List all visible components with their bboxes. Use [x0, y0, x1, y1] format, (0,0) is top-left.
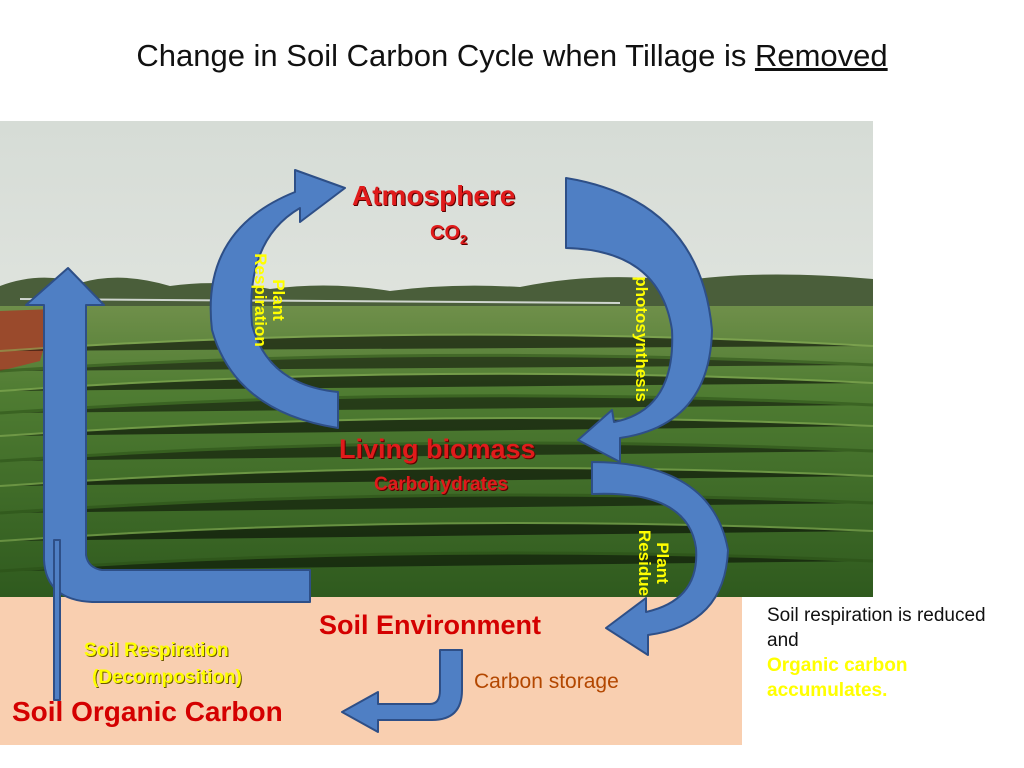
plant-respiration-line1: Plant	[268, 279, 288, 321]
plant-residue-line2: Residue	[635, 529, 655, 597]
note-highlight: Organic carbon accumulates.	[767, 655, 908, 701]
note-line1: Soil respiration is reduced and	[767, 605, 986, 651]
co2-base: CO	[430, 222, 460, 244]
soil-environment-label: Soil Environment	[319, 610, 542, 640]
slide-title: Change in Soil Carbon Cycle when Tillage…	[0, 38, 1024, 74]
plant-respiration-arrow	[209, 169, 346, 429]
title-emphasis: Removed	[754, 38, 888, 73]
side-note: Soil respiration is reduced and Organic …	[767, 603, 1017, 703]
plant-respiration-label: Plant Respiration	[250, 253, 288, 347]
co2-subscript: 2	[460, 232, 468, 247]
living-biomass-label: Living biomass	[339, 434, 536, 464]
title-prefix: Change in Soil Carbon Cycle when Tillage…	[136, 38, 755, 73]
carbon-storage-label: Carbon storage	[474, 670, 619, 693]
carbohydrates-label: Carbohydrates	[374, 474, 509, 495]
soil-respiration-label: Soil Respiration	[84, 640, 229, 661]
plant-residue-line1: Plant	[653, 542, 673, 584]
co2-label: CO2	[430, 222, 467, 247]
carbon-storage-arrow	[341, 649, 463, 733]
plant-residue-arrow	[591, 461, 729, 656]
atmosphere-label: Atmosphere	[352, 180, 516, 211]
soil-organic-carbon-label: Soil Organic Carbon	[12, 696, 283, 727]
thin-return-line	[53, 539, 61, 701]
photosynthesis-arrow	[565, 177, 713, 463]
plant-residue-label: Plant Residue	[635, 529, 673, 597]
decomposition-label: (Decomposition)	[92, 667, 242, 688]
photosynthesis-label: photosynthesis	[631, 276, 651, 402]
plant-respiration-line2: Respiration	[250, 253, 270, 347]
